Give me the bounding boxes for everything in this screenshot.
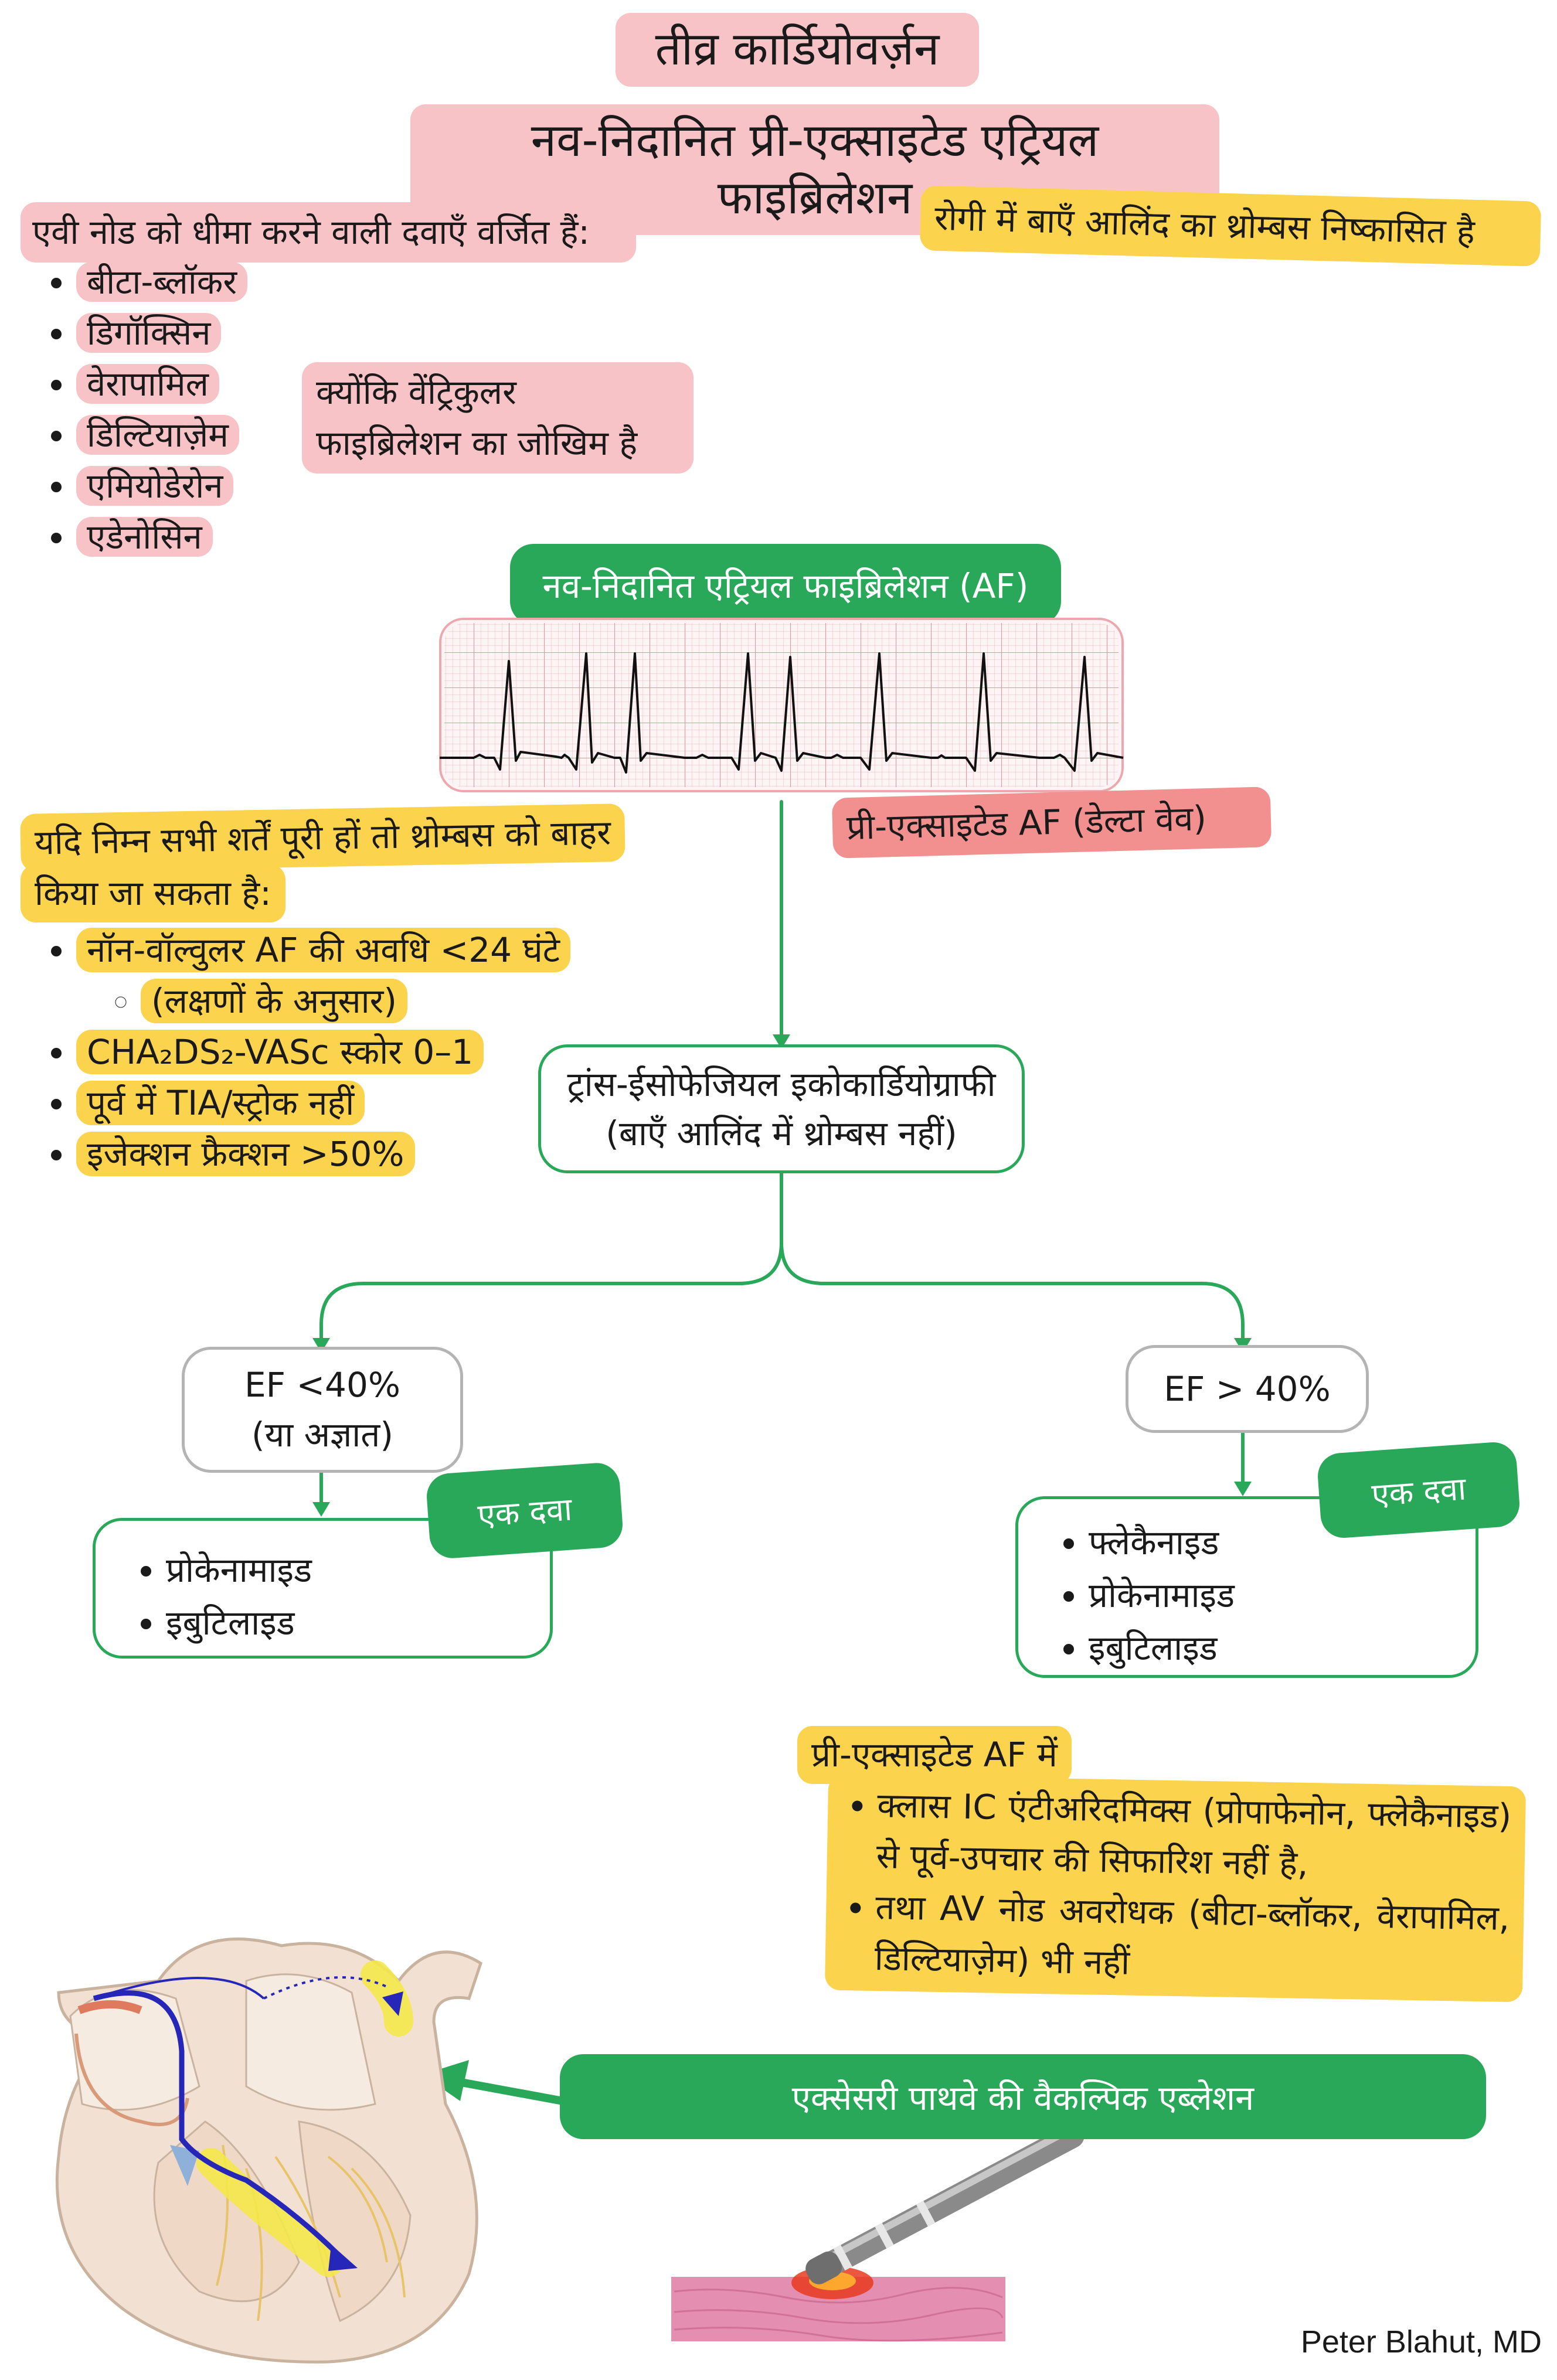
ecg-strip [438, 617, 1124, 793]
right-drug-box: फ्लेकैनाइड प्रोकेनामाइड इबुटिलाइड [1015, 1496, 1478, 1678]
preexcited-note: प्री-एक्साइटेड AF में क्लास IC एंटीअरिदम… [797, 1726, 1527, 2003]
list-item: एडेनोसिन [76, 512, 340, 563]
af-label: नव-निदानित एट्रियल फाइब्रिलेशन (AF) [510, 544, 1061, 625]
ablation-label: एक्सेसरी पाथवे की वैकल्पिक एब्लेशन [560, 2054, 1486, 2139]
list-item: इबुटिलाइड [1089, 1622, 1476, 1675]
conditions-block: यदि निम्न सभी शर्तें पूरी हों तो थ्रोम्ब… [20, 803, 712, 1180]
list-item: डिगॉक्सिन [76, 308, 340, 359]
heart-illustration [23, 1911, 528, 2368]
flow-arrows [312, 800, 1252, 1517]
page-title: तीव्र कार्डियोवर्ज़न [616, 13, 979, 87]
ablation-arrow [422, 2060, 567, 2105]
list-item: CHA₂DS₂-VASc स्कोर 0–1 [76, 1027, 712, 1078]
ablation-catheter [668, 2121, 1137, 2344]
list-item: (लक्षणों के अनुसार) [141, 976, 712, 1027]
single-drug-tag-right: एक दवा [1316, 1441, 1521, 1540]
list-item: फ्लेकैनाइड [1089, 1517, 1476, 1569]
list-item: प्रोकेनामाइड [1089, 1569, 1476, 1622]
av-drugs-heading: एवी नोड को धीमा करने वाली दवाएँ वर्जित ह… [21, 202, 636, 263]
list-item: क्लास IC एंटीअरिदमिक्स (प्रोपाफेनोन, फ्ल… [876, 1780, 1512, 1893]
av-drugs-list: बीटा-ब्लॉकर डिगॉक्सिन वेरापामिल डिल्टिया… [12, 257, 340, 563]
list-item: नॉन-वॉल्वुलर AF की अवधि <24 घंटे [76, 925, 712, 976]
single-drug-tag-left: एक दवा [425, 1461, 624, 1560]
preexcited-heading: प्री-एक्साइटेड AF में [797, 1726, 1072, 1784]
author-credit: Peter Blahut, MD [1300, 2324, 1542, 2359]
tee-box: ट्रांस-ईसोफेजियल इकोकार्डियोग्राफी (बाएँ… [538, 1044, 1025, 1173]
list-item: वेरापामिल [76, 359, 340, 410]
list-item: इजेक्शन फ्रैक्शन >50% [76, 1129, 712, 1180]
list-item: प्रोकेनामाइड [166, 1544, 550, 1597]
list-item: एमियोडेरोन [76, 461, 340, 512]
ef-high-box: EF > 40% [1126, 1345, 1369, 1433]
ef-low-box: EF <40% (या अज्ञात) [182, 1347, 463, 1473]
list-item: इबुटिलाइड [166, 1597, 550, 1650]
list-item: तथा AV नोड अवरोधक (बीटा-ब्लॉकर, वेरापामि… [874, 1882, 1510, 1995]
ecg-trace [440, 652, 1124, 774]
list-item: बीटा-ब्लॉकर [76, 257, 340, 308]
list-item: पूर्व में TIA/स्ट्रोक नहीं [76, 1078, 712, 1129]
list-item: डिल्टियाज़ेम [76, 410, 340, 461]
conditions-heading-2: किया जा सकता है: [21, 864, 285, 922]
vf-risk-note: क्योंकि वेंट्रिकुलर फाइब्रिलेशन का जोखिम… [302, 362, 693, 474]
